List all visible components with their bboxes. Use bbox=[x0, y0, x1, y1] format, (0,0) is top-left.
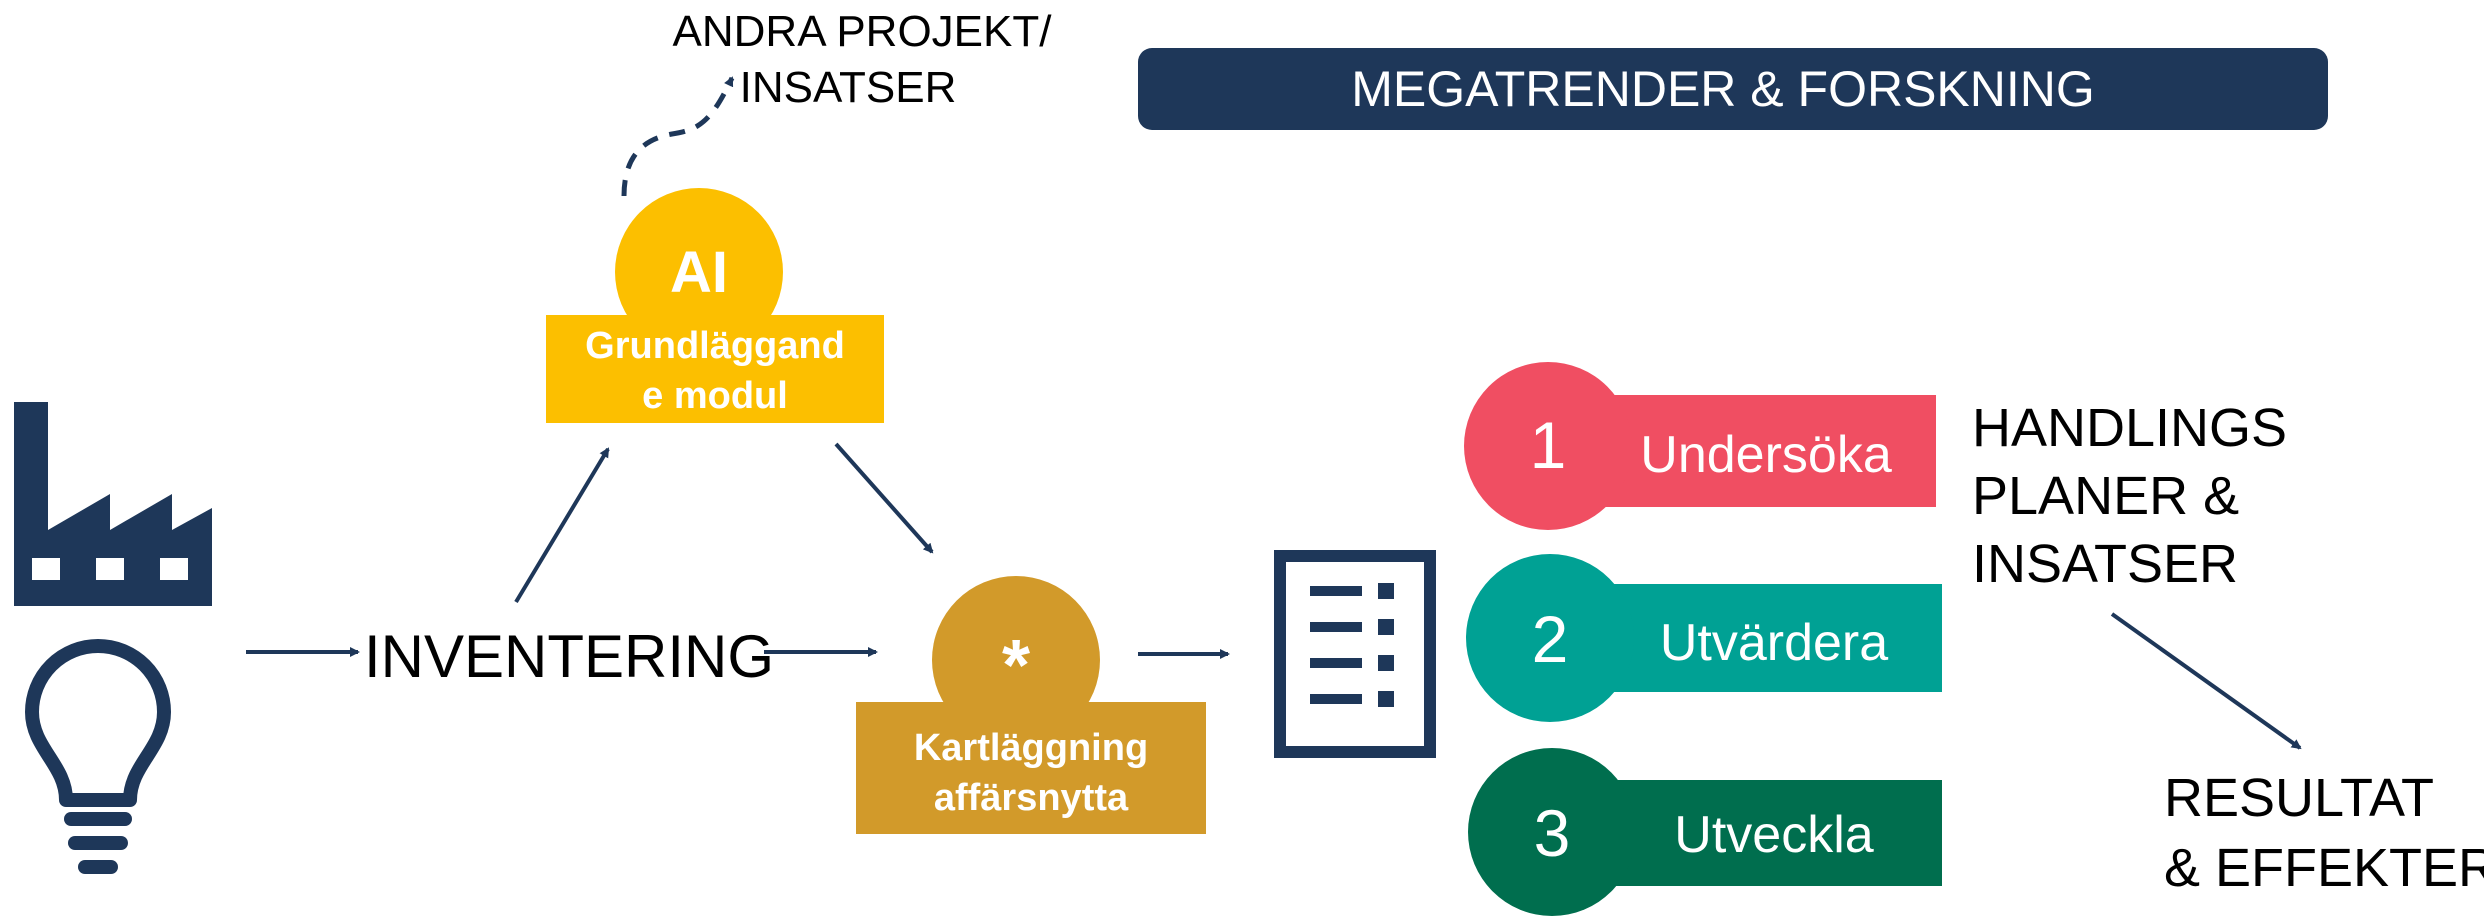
inventory-label: INVENTERING bbox=[364, 623, 774, 690]
action-plans-line3: INSATSER bbox=[1972, 534, 2238, 594]
mapping-line2: affärsnytta bbox=[934, 777, 1129, 819]
action-plans-line1: HANDLINGS bbox=[1972, 398, 2287, 458]
lightbulb-icon bbox=[25, 639, 171, 874]
step-number: 3 bbox=[1534, 796, 1571, 870]
step-circle bbox=[1466, 554, 1634, 722]
ai-module: AI Grundläggand e modul bbox=[546, 188, 884, 423]
step-number: 2 bbox=[1532, 602, 1569, 676]
arrow-ai-to-mapping bbox=[834, 442, 934, 554]
ai-module-line2: e modul bbox=[642, 375, 788, 417]
action-plans-line2: PLANER & bbox=[1972, 466, 2239, 526]
mapping-line1: Kartläggning bbox=[914, 727, 1148, 769]
dashed-arrow bbox=[621, 76, 735, 197]
ai-badge: AI bbox=[670, 240, 728, 305]
step-label: Undersöka bbox=[1640, 426, 1892, 484]
step-number: 1 bbox=[1530, 408, 1567, 482]
results-line1: RESULTAT bbox=[2164, 768, 2434, 828]
results: RESULTAT & EFFEKTER bbox=[2164, 768, 2484, 898]
action-plans: HANDLINGS PLANER & INSATSER bbox=[1972, 398, 2287, 594]
banner-label: MEGATRENDER & FORSKNING bbox=[1351, 61, 2095, 117]
step-circle bbox=[1464, 362, 1632, 530]
step-1-investigate: 1 Undersöka bbox=[1464, 362, 1936, 530]
factory-icon bbox=[14, 402, 212, 606]
step-3-develop: 3 Utveckla bbox=[1468, 748, 1942, 916]
step-2-evaluate: 2 Utvärdera bbox=[1466, 554, 1942, 722]
arrow-to-results bbox=[2110, 612, 2302, 750]
step-circle bbox=[1468, 748, 1636, 916]
checklist-icon bbox=[1274, 550, 1436, 758]
ai-module-line1: Grundläggand bbox=[585, 325, 845, 367]
mapping-badge: * bbox=[1002, 626, 1030, 706]
arrow-inventory-to-ai bbox=[514, 447, 610, 604]
other-projects-line1: ANDRA PROJEKT/ bbox=[673, 7, 1053, 56]
step-label: Utveckla bbox=[1674, 806, 1873, 864]
other-projects-line2: INSATSER bbox=[740, 63, 957, 112]
step-label: Utvärdera bbox=[1660, 614, 1888, 672]
megatrends-banner: MEGATRENDER & FORSKNING bbox=[1138, 48, 2328, 130]
results-line2: & EFFEKTER bbox=[2164, 838, 2484, 898]
mapping-module: * Kartläggning affärsnytta bbox=[856, 576, 1206, 834]
